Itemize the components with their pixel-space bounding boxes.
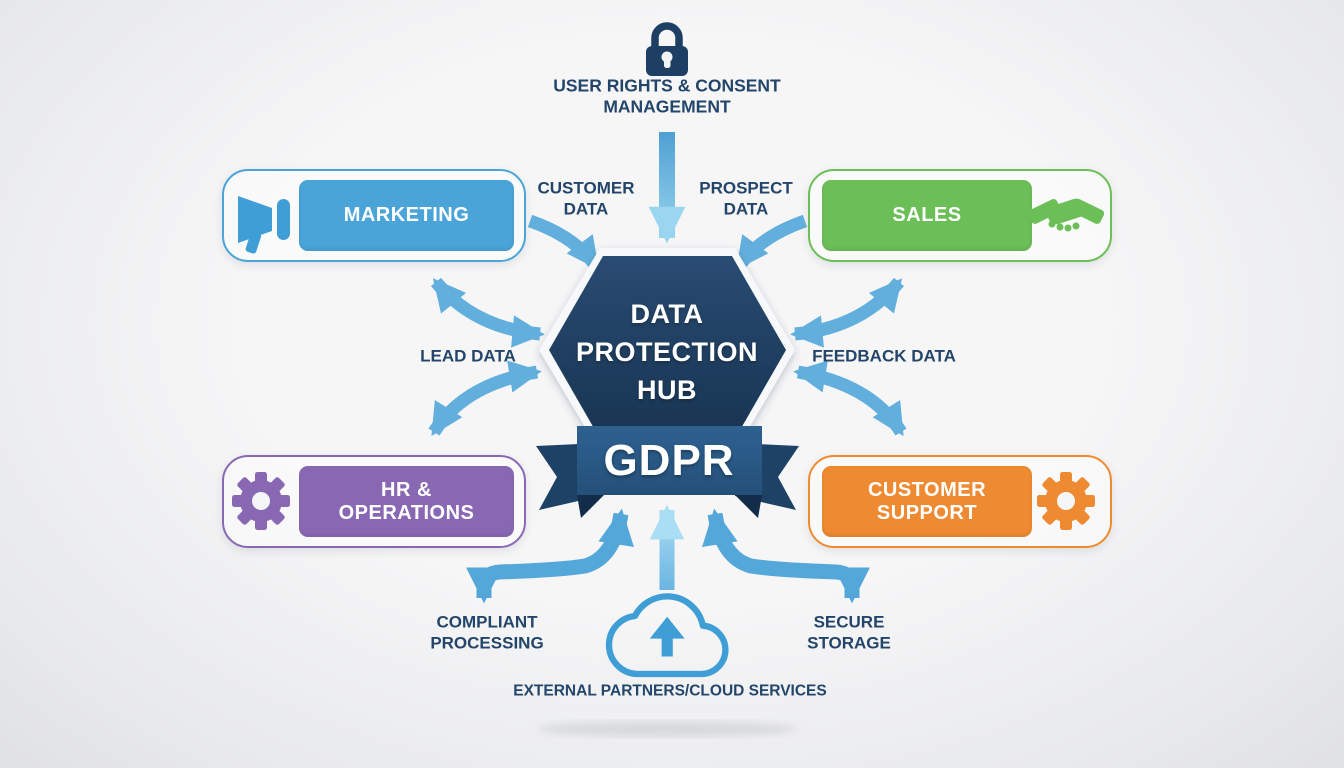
customer-data-label: CUSTOMER DATA (537, 178, 635, 218)
ribbon-tail-right (735, 443, 799, 510)
customer-support-fill: CUSTOMER SUPPORT (822, 466, 1032, 537)
external-partners-label: EXTERNAL PARTNERS/CLOUD SERVICES (513, 682, 827, 700)
prospect-data-label: PROSPECT DATA (699, 178, 793, 218)
marketing-box: MARKETING (222, 169, 526, 262)
customer-support-label: CUSTOMER SUPPORT (867, 478, 987, 524)
lead-data-label: LEAD DATA (420, 346, 516, 366)
arrow-feedback-data-upper (790, 277, 905, 348)
user-rights-label: USER RIGHTS & CONSENT MANAGEMENT (553, 75, 781, 117)
arrow-lead-data-lower (428, 360, 542, 437)
gdpr-badge: GDPR (603, 436, 735, 486)
compliant-processing-label: COMPLIANT PROCESSING (430, 612, 544, 652)
secure-storage-label: SECURE STORAGE (807, 612, 891, 652)
cloud-upload-icon (605, 593, 729, 678)
ground-shadow (537, 721, 797, 737)
customer-support-box: CUSTOMER SUPPORT (808, 455, 1112, 548)
arrow-lead-data-upper (430, 277, 545, 348)
sales-fill: SALES (822, 180, 1032, 251)
arrow-prospect-data (733, 214, 808, 270)
ribbon-tail-left (536, 443, 600, 510)
ribbon-fold-left (577, 495, 604, 518)
hr-operations-box: HR & OPERATIONS (222, 455, 526, 548)
sales-box: SALES (808, 169, 1112, 262)
hr-operations-label: HR & OPERATIONS (338, 478, 475, 524)
marketing-fill: MARKETING (299, 180, 514, 251)
sales-label: SALES (892, 204, 962, 226)
hub-title: DATA PROTECTION HUB (575, 299, 758, 405)
hr-operations-fill: HR & OPERATIONS (299, 466, 514, 537)
feedback-data-label: FEEDBACK DATA (812, 346, 956, 366)
marketing-label: MARKETING (343, 204, 470, 226)
lock-icon (646, 22, 688, 76)
arrow-feedback-data-lower (793, 360, 907, 437)
arrow-customer-data (527, 214, 602, 270)
ribbon-fold-right (735, 495, 762, 518)
